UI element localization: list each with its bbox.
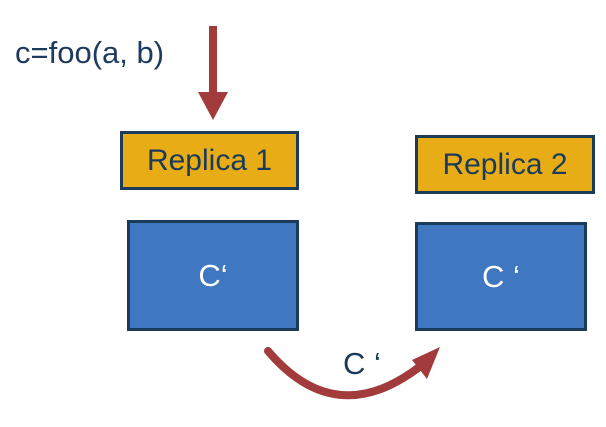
replica-2-state-text: C ‘ — [482, 258, 520, 294]
call-arrow — [198, 26, 228, 120]
transfer-label: C ‘ — [343, 346, 381, 381]
replica-1-state-text: C‘ — [198, 257, 228, 293]
transfer-arrow — [264, 347, 440, 400]
replica-1-label: Replica 1 — [120, 131, 299, 190]
replica-1-state-box: C‘ — [127, 220, 299, 331]
function-call-label: c=foo(a, b) — [15, 35, 165, 70]
replica-2-label: Replica 2 — [415, 135, 595, 194]
replica-2-state-box: C ‘ — [415, 222, 587, 331]
